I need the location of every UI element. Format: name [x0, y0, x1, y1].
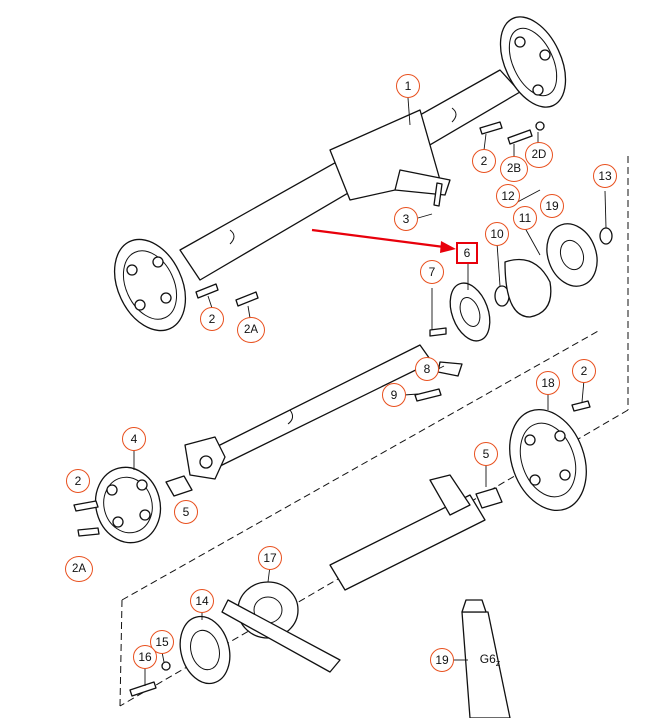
callout-14: 14: [190, 589, 214, 613]
callout-2-upper-left: 2: [200, 307, 224, 331]
callout-16: 16: [133, 645, 157, 669]
grease-tube: [461, 599, 511, 718]
callout-2-right: 2: [572, 359, 596, 383]
callout-5-right: 5: [474, 442, 498, 466]
rear-shaft-lower: [329, 400, 591, 591]
callout-2a-upper: 2A: [237, 317, 265, 343]
callout-1: 1: [396, 74, 420, 98]
callout-2-upper-right: 2: [472, 149, 496, 173]
front-shaft-upper: [113, 16, 567, 332]
callout-2d: 2D: [525, 142, 553, 168]
callout-3: 3: [394, 207, 418, 231]
callout-18: 18: [536, 371, 560, 395]
callout-10: 10: [485, 222, 509, 246]
bolt-group-upper: [195, 121, 545, 307]
callout-9: 9: [382, 383, 406, 407]
callout-17: 17: [258, 546, 282, 570]
callout-2a-lower: 2A: [65, 556, 93, 582]
tube-label-sub: z: [495, 658, 501, 669]
callout-2b: 2B: [500, 156, 528, 182]
red-arrow: [311, 228, 456, 253]
callout-6-highlighted: 6: [456, 242, 478, 264]
callout-12: 12: [496, 184, 520, 208]
callout-19-lower: 19: [430, 648, 454, 672]
callout-5-left: 5: [174, 500, 198, 524]
flex-disc-lower: [73, 466, 193, 544]
tube-label: G6z: [480, 652, 501, 668]
callout-19-upper: 19: [540, 194, 564, 218]
tube-label-main: G6: [479, 651, 496, 666]
center-bearing-group: [414, 223, 613, 402]
callout-11: 11: [513, 206, 537, 230]
callout-7: 7: [420, 260, 444, 284]
callout-4: 4: [122, 427, 146, 451]
assembly-frame: [119, 156, 629, 707]
callout-8: 8: [415, 357, 439, 381]
lower-bearing-support: [129, 581, 341, 697]
callout-2-left: 2: [66, 469, 90, 493]
callout-13: 13: [593, 164, 617, 188]
middle-shaft: [184, 344, 433, 480]
